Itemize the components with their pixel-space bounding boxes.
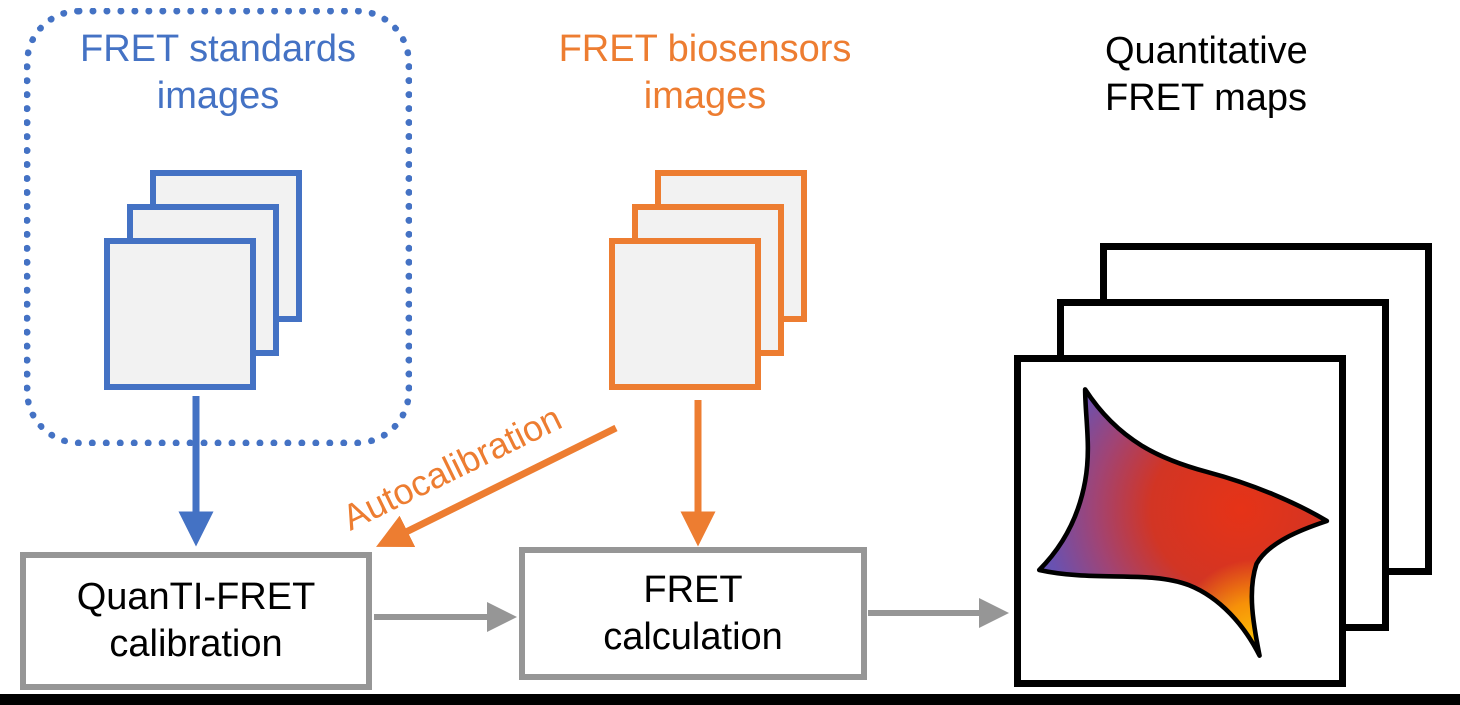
standards-group-outline <box>24 8 412 446</box>
bottom-black-bar <box>0 694 1460 705</box>
standards-label-line2: images <box>156 75 280 117</box>
calibration-box-line1: QuanTI-FRET <box>76 576 316 618</box>
maps-label: Quantitative FRET maps <box>1105 28 1445 122</box>
calibration-box-line2: calibration <box>109 623 283 665</box>
calculation-box-line2: calculation <box>603 615 783 658</box>
cell-body <box>1039 389 1327 656</box>
standards-image-front <box>104 238 256 390</box>
fret-map-front <box>1014 355 1346 687</box>
calculation-box: FRET calculation <box>519 547 867 680</box>
biosensors-label: FRET biosensors images <box>520 26 890 120</box>
biosensors-label-line1: FRET biosensors <box>558 28 852 70</box>
cell-outline <box>1036 387 1330 658</box>
biosensors-image-front <box>609 238 761 390</box>
calculation-box-line1: FRET <box>643 568 743 611</box>
maps-label-line2: FRET maps <box>1105 77 1308 119</box>
standards-label-line1: FRET standards <box>80 28 356 70</box>
calibration-box: QuanTI-FRET calibration <box>20 552 372 690</box>
biosensors-label-line2: images <box>643 75 767 117</box>
maps-label-line1: Quantitative <box>1105 30 1308 72</box>
standards-label: FRET standards images <box>24 26 412 120</box>
fret-map-cell-image <box>1036 387 1330 658</box>
